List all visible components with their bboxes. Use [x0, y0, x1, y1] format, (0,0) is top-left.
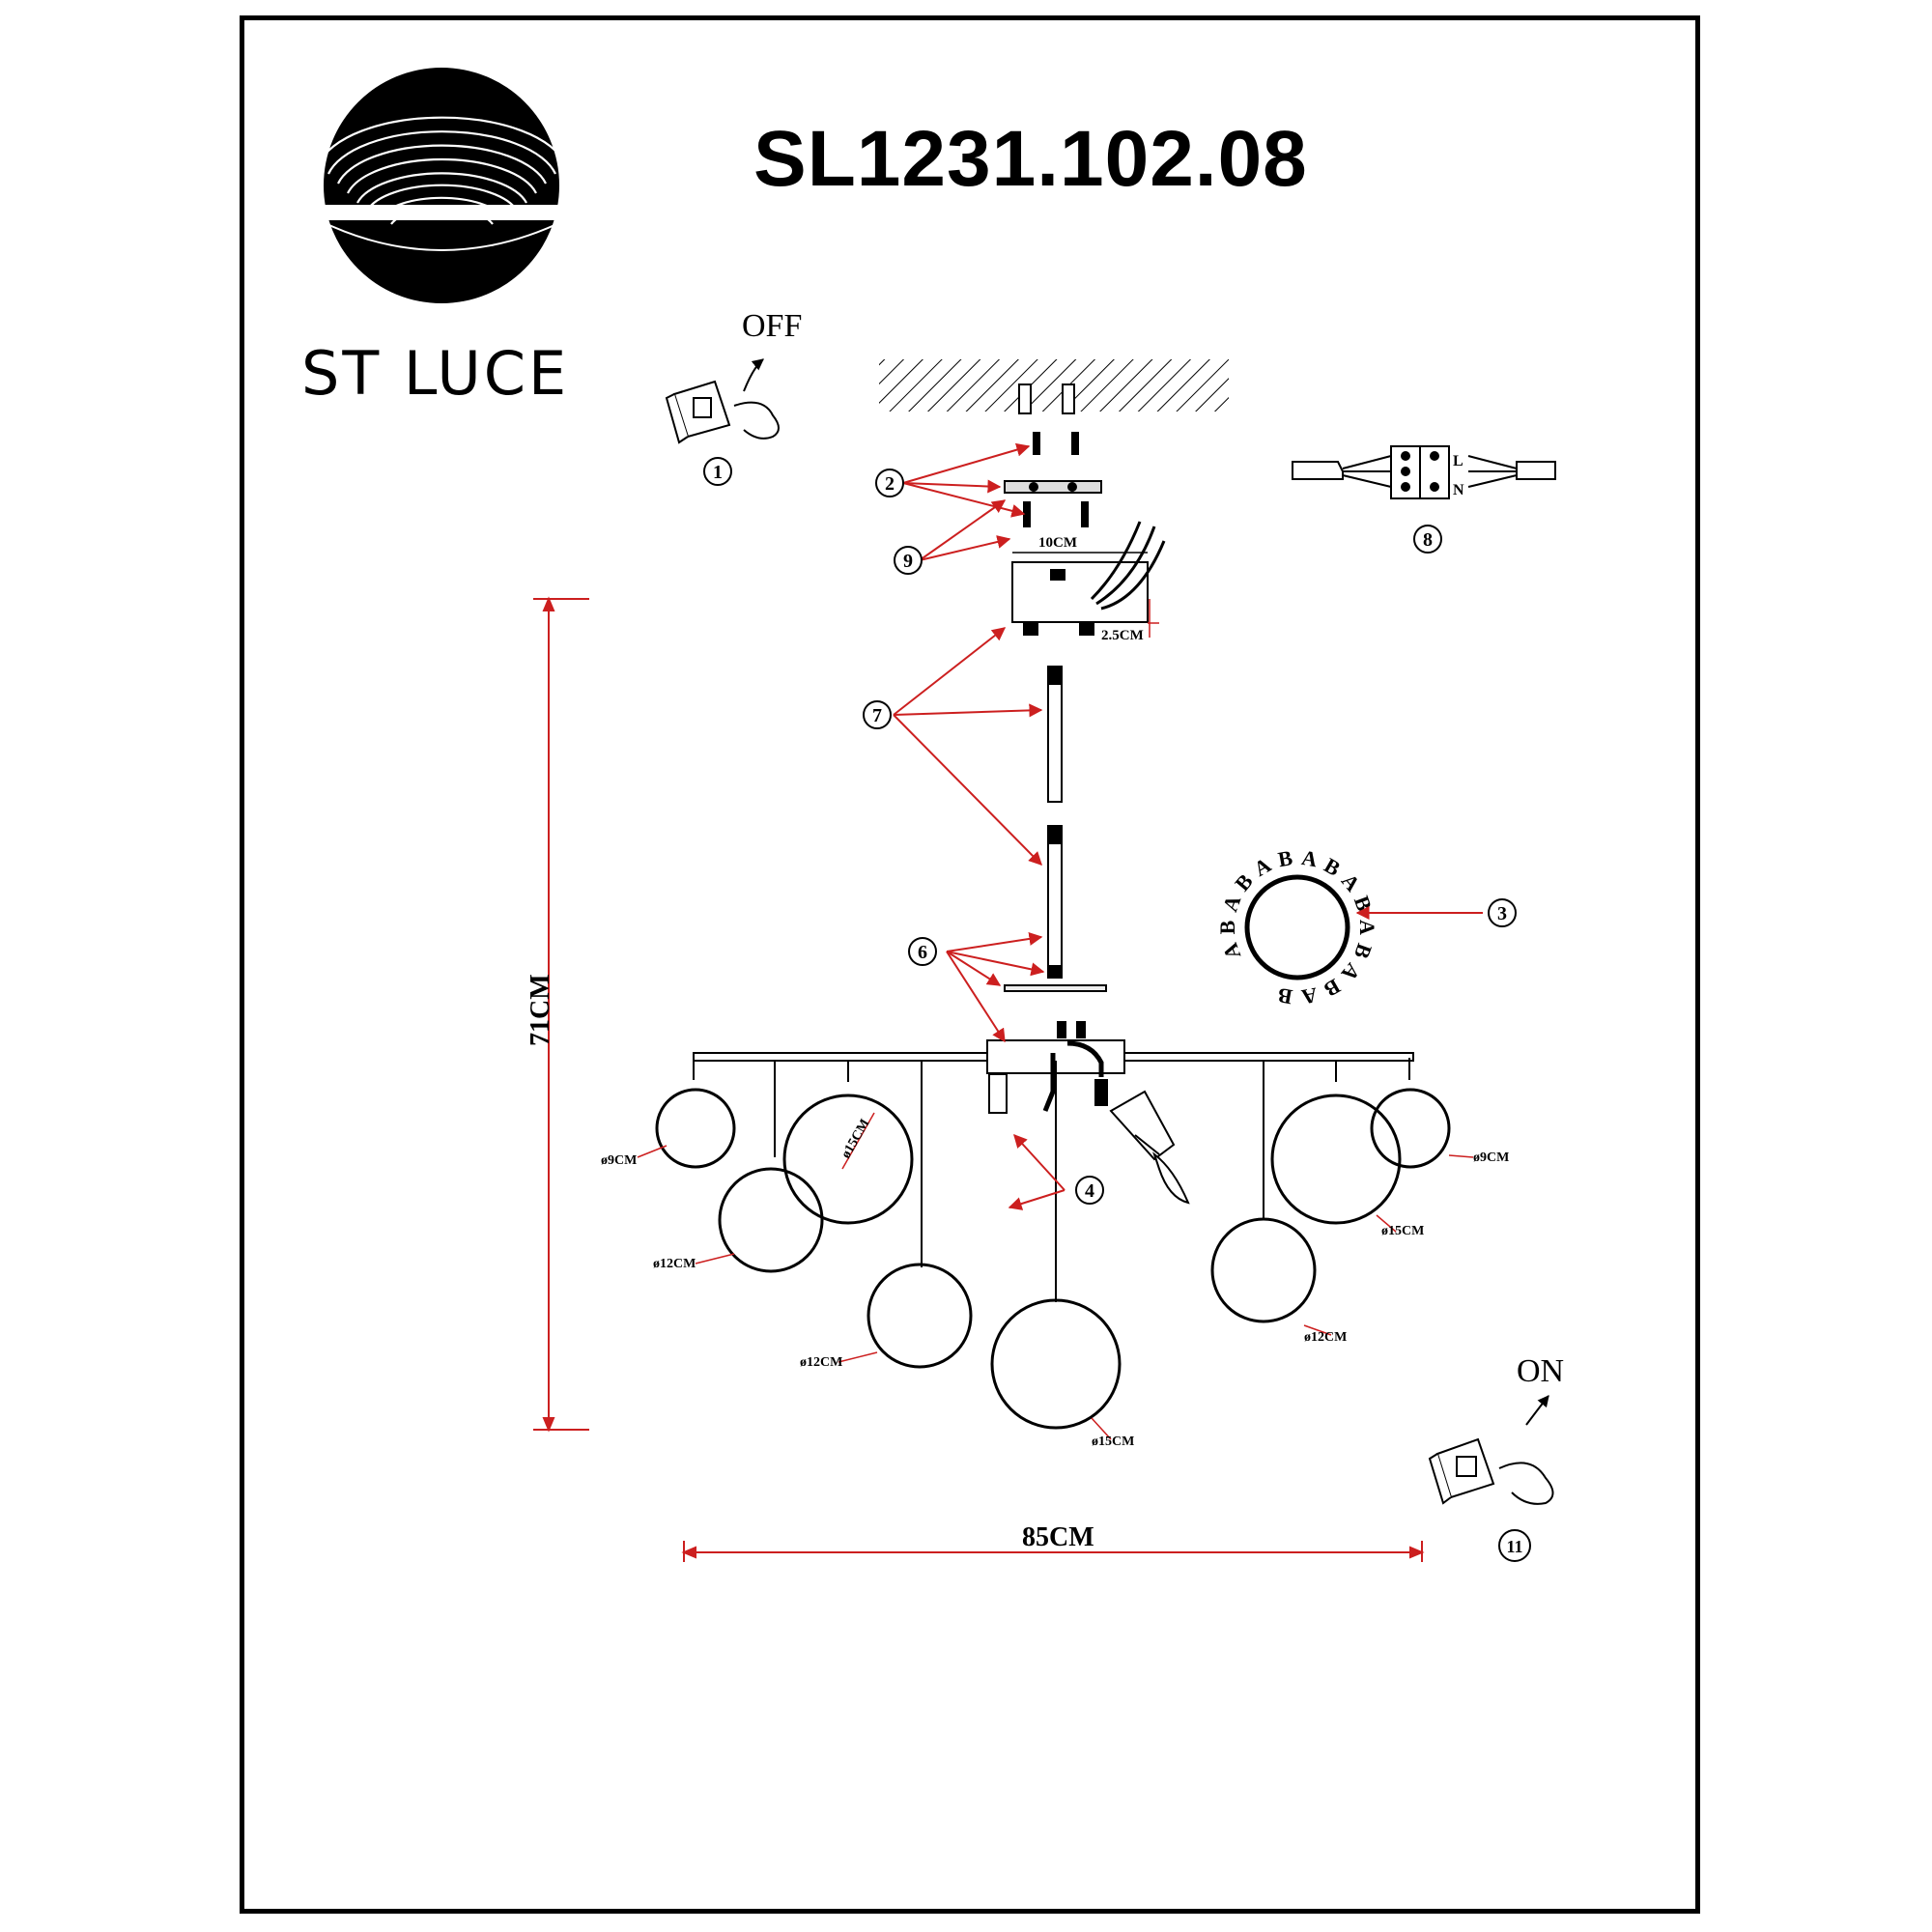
callout-6: 6	[918, 942, 927, 963]
callout-8: 8	[1423, 529, 1433, 551]
globe-15cm-right	[1270, 1094, 1402, 1225]
callout-leaders	[893, 442, 1483, 1210]
ring-letter: A	[1217, 940, 1245, 963]
diameter-label-12cm-right: ø12CM	[1304, 1330, 1347, 1345]
diameter-labels	[637, 1112, 1474, 1440]
terminal-block	[1292, 445, 1556, 499]
globe-15cm-center	[990, 1298, 1122, 1430]
height-label: 71CM	[526, 974, 555, 1046]
ring-letter: B	[1230, 869, 1258, 896]
model-number: SL1231.102.08	[753, 115, 1308, 203]
callout-2: 2	[885, 473, 895, 495]
on-label: ON	[1517, 1353, 1564, 1389]
globe-12cm-right	[1210, 1217, 1317, 1323]
ring-letter: A	[1337, 958, 1365, 985]
brand-logo	[317, 68, 567, 303]
switch-off-illustration	[665, 358, 780, 444]
globe-15cm-left	[782, 1094, 914, 1225]
callout-11: 11	[1506, 1537, 1522, 1556]
width-dimension	[681, 1541, 1425, 1562]
ring-letter: A	[1355, 920, 1379, 935]
callout-9: 9	[903, 551, 913, 572]
ring-letter: B	[1350, 941, 1378, 963]
height-dimension	[533, 596, 589, 1433]
ring-letter: A	[1300, 845, 1320, 871]
diameter-label-12cm-left-lower: ø12CM	[800, 1355, 842, 1370]
canopy	[1011, 521, 1166, 638]
diameter-label-15cm-right: ø15CM	[1381, 1224, 1424, 1238]
callout-4: 4	[1085, 1180, 1094, 1202]
ring-letter: B	[1321, 853, 1345, 881]
mounting-hardware	[1004, 432, 1102, 527]
callout-3: 3	[1497, 903, 1507, 924]
ring-letter: B	[1350, 893, 1378, 915]
ring-letter: B	[1320, 974, 1344, 1002]
ring-letter: A	[1250, 852, 1275, 881]
ring-letter: B	[1215, 920, 1239, 934]
width-label: 85CM	[1022, 1522, 1094, 1552]
globe-12cm-left-lower	[867, 1263, 973, 1369]
ring-letter: B	[1276, 983, 1294, 1009]
ceiling	[879, 359, 1229, 414]
diameter-label-9cm-right: ø9CM	[1473, 1151, 1509, 1165]
terminal-neutral: N	[1453, 482, 1464, 498]
diameter-label-9cm-left: ø9CM	[601, 1153, 637, 1168]
diameter-label-15cm-center: ø15CM	[1092, 1435, 1134, 1449]
page-frame	[240, 15, 1700, 1914]
ring-letter: A	[1337, 868, 1365, 895]
brand-name: ST LUCE	[301, 338, 570, 409]
extension-rods	[1004, 666, 1107, 992]
ring-letter: A	[1217, 892, 1245, 915]
off-label: OFF	[742, 308, 802, 344]
globe-9cm-right	[1370, 1088, 1451, 1169]
globe-9cm-left	[655, 1088, 736, 1169]
glass-globes	[655, 1088, 1451, 1430]
canopy-height-label: 2.5CM	[1101, 628, 1144, 643]
switch-on-illustration	[1428, 1395, 1554, 1505]
diameter-label-12cm-left-upper: ø12CM	[653, 1257, 696, 1271]
callout-1: 1	[713, 462, 723, 483]
chandelier-body	[693, 1021, 1414, 1205]
callout-7: 7	[872, 705, 882, 726]
diameter-label-15cm-left: ø15CM	[838, 1117, 872, 1161]
ring-letter: B	[1276, 845, 1294, 871]
terminal-live: L	[1453, 453, 1463, 469]
ring-letter: A	[1300, 983, 1320, 1009]
canopy-width-label: 10CM	[1038, 535, 1077, 551]
globe-12cm-left-upper	[718, 1167, 824, 1273]
callout-markers	[703, 457, 1531, 1562]
